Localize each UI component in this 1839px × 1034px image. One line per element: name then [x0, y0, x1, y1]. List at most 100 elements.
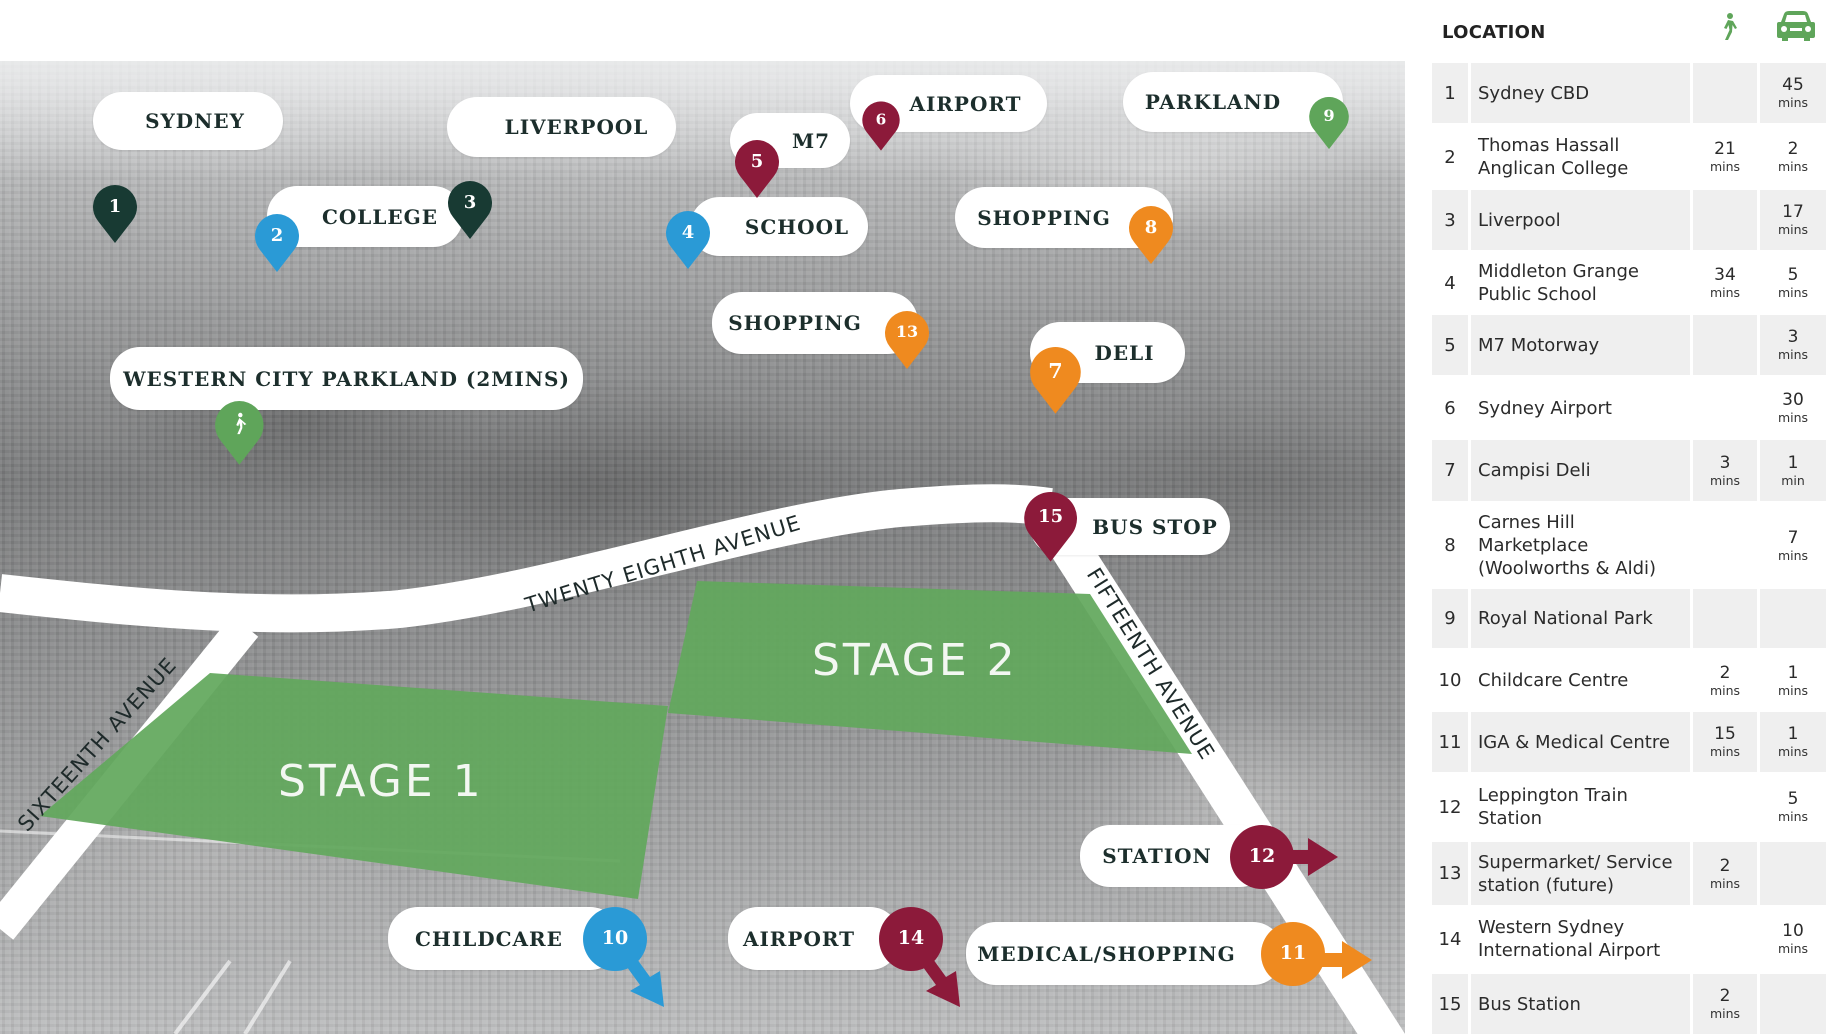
pin-number: 15: [1038, 505, 1064, 527]
pin-number: 13: [895, 322, 919, 341]
pin-number: 3: [463, 192, 477, 213]
walk-time-unit: mins: [1709, 159, 1741, 174]
table-row[interactable]: 9 Royal National Park: [1432, 589, 1826, 648]
pin-number: 4: [681, 222, 695, 243]
label-text: SCHOOL: [744, 214, 850, 239]
row-number: 15: [1432, 974, 1468, 1034]
pin-number: 10: [601, 927, 629, 949]
label-airport-14: AIRPORT: [728, 907, 900, 970]
stage-1-area: [40, 673, 668, 899]
drive-time-unit: mins: [1777, 222, 1809, 237]
row-number: 9: [1432, 589, 1468, 648]
map-pin-6[interactable]: 6: [861, 101, 900, 151]
map-pin-15[interactable]: 15: [1023, 492, 1078, 562]
pin-marker-icon: [255, 214, 299, 272]
row-location-name: IGA & Medical Centre: [1471, 712, 1690, 772]
table-row[interactable]: 13 Supermarket/ Service station (future)…: [1432, 842, 1826, 905]
row-location-name: M7 Motorway: [1471, 315, 1690, 375]
walk-time-unit: mins: [1709, 744, 1741, 759]
walk-time-cell: [1693, 589, 1757, 648]
walking-person-icon: [236, 412, 247, 435]
pin-number: 9: [1323, 106, 1335, 126]
drive-time-unit: mins: [1777, 744, 1809, 759]
drive-time-unit: mins: [1777, 285, 1809, 300]
label-text: PARKLAND: [1144, 90, 1282, 114]
row-location-name: Campisi Deli: [1471, 440, 1690, 501]
pin-number: 5: [750, 151, 764, 172]
map-pin-4[interactable]: 4: [665, 211, 711, 269]
pin-marker-icon: [1024, 492, 1077, 562]
label-m7: M7: [730, 113, 850, 168]
map-pin-14[interactable]: 14: [879, 907, 943, 971]
map-pin-3[interactable]: 3: [447, 181, 493, 239]
drive-time-unit: mins: [1777, 410, 1809, 425]
walking-person-icon: [1724, 13, 1737, 40]
label-college: COLLEGE: [267, 186, 463, 247]
map-pin-9[interactable]: 9: [1308, 96, 1349, 150]
row-number: 6: [1444, 397, 1456, 419]
map-pin-1[interactable]: 1: [92, 185, 138, 243]
row-location-name: Royal National Park: [1471, 589, 1690, 648]
map-pin-2[interactable]: 2: [254, 214, 300, 272]
walk-time-cell: [1693, 190, 1757, 250]
pin-marker-icon: [1261, 922, 1325, 986]
map-pin-8[interactable]: 8: [1128, 206, 1174, 264]
walk-time-value: 21: [1714, 139, 1736, 159]
label-school: SCHOOL: [690, 197, 868, 256]
arrow-right-icon: [1278, 838, 1338, 876]
walk-time-cell: [1693, 63, 1757, 123]
label-text: LIVERPOOL: [504, 115, 649, 139]
map-pin-7[interactable]: 7: [1029, 347, 1082, 414]
stage-1-label: STAGE 1: [278, 756, 484, 807]
label-medical-shopping: MEDICAL/SHOPPING: [966, 922, 1283, 985]
pin-number: 14: [897, 927, 925, 949]
pin-marker-icon: [1030, 347, 1081, 414]
map-pin-10[interactable]: 10: [583, 907, 647, 971]
map-pin-12[interactable]: 12: [1230, 825, 1294, 889]
drive-time-value: 1: [1787, 662, 1799, 683]
label-text: COLLEGE: [321, 204, 439, 229]
row-location-name: Middleton Grange Public School: [1478, 261, 1639, 305]
map-pin-13[interactable]: 13: [884, 311, 930, 369]
table-row[interactable]: 14 Western Sydney International Airport …: [1432, 907, 1826, 971]
drive-time-value: 45: [1782, 75, 1804, 95]
walk-time-unit: mins: [1709, 682, 1741, 698]
table-row[interactable]: 8 Carnes Hill Marketplace (Woolworths & …: [1432, 504, 1826, 587]
aerial-location-map: STAGE 1 STAGE 2 TWENTY EIGHTH AVENUE SIX…: [0, 61, 1405, 1034]
map-pin-11[interactable]: 11: [1261, 922, 1325, 986]
label-text: AIRPORT: [909, 91, 1022, 116]
row-location-name: Childcare Centre: [1478, 670, 1629, 691]
walk-time-unit: mins: [1709, 875, 1741, 891]
car-icon: [1777, 11, 1815, 41]
drive-time-value: 5: [1787, 265, 1799, 285]
walk-time-cell: [1693, 907, 1757, 971]
map-pin-5[interactable]: 5: [734, 140, 780, 198]
label-text: SYDNEY: [145, 109, 245, 133]
row-number: 4: [1444, 272, 1456, 294]
map-pin-walk-parkland[interactable]: [214, 401, 265, 465]
walk-time-value: 2: [1719, 855, 1731, 876]
drive-time-value: 1: [1787, 452, 1799, 473]
label-text: SHOPPING: [977, 205, 1111, 230]
pin-marker-icon: [885, 311, 929, 369]
